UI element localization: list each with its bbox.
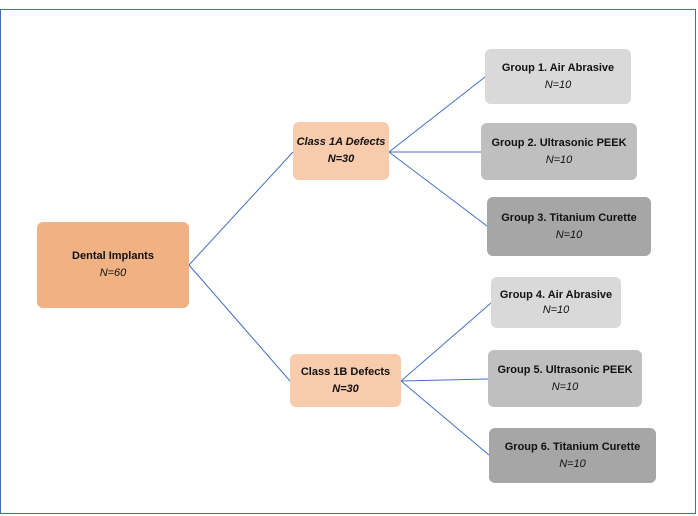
node-title: Dental Implants: [72, 250, 154, 262]
node-title: Group 2. Ultrasonic PEEK: [491, 136, 627, 149]
node-title: Group 4. Air Abrasive: [499, 288, 613, 301]
group-node-5: Group 5. Ultrasonic PEEK N=10: [488, 350, 642, 407]
node-title: Group 5. Ultrasonic PEEK: [497, 363, 633, 376]
group-node-2: Group 2. Ultrasonic PEEK N=10: [481, 123, 637, 180]
connector-class1b-group6: [400, 380, 490, 456]
node-count: N=10: [551, 380, 579, 393]
connector-class1a-group1: [388, 76, 486, 153]
node-count: N=10: [544, 78, 572, 91]
group-node-4: Group 4. Air Abrasive N=10: [491, 277, 621, 328]
connector-root-class1b: [188, 264, 291, 382]
node-count: N=30: [332, 382, 359, 395]
class-node-1b: Class 1B Defects N=30: [290, 354, 401, 407]
group-node-1: Group 1. Air Abrasive N=10: [485, 49, 631, 104]
node-count: N=10: [545, 153, 573, 166]
node-count: N=60: [99, 267, 127, 279]
node-count: N=30: [327, 153, 355, 165]
node-count: N=10: [555, 228, 583, 241]
node-title: Group 6. Titanium Curette: [504, 440, 641, 453]
connector-root-class1a: [188, 151, 294, 266]
node-title: Class 1A Defects: [296, 136, 386, 148]
connector-class1a-group3: [388, 151, 488, 227]
connector-class1b-group4: [400, 302, 492, 382]
group-node-6: Group 6. Titanium Curette N=10: [489, 428, 656, 483]
group-node-3: Group 3. Titanium Curette N=10: [487, 197, 651, 256]
connector-class1b-group5: [400, 378, 489, 382]
root-node-dental-implants: Dental Implants N=60: [37, 222, 189, 308]
node-count: N=10: [559, 457, 586, 470]
class-node-1a: Class 1A Defects N=30: [293, 122, 389, 180]
node-title: Class 1B Defects: [300, 365, 391, 378]
node-title: Group 1. Air Abrasive: [501, 61, 615, 74]
node-title: Group 3. Titanium Curette: [501, 211, 637, 224]
node-count: N=10: [542, 303, 570, 316]
